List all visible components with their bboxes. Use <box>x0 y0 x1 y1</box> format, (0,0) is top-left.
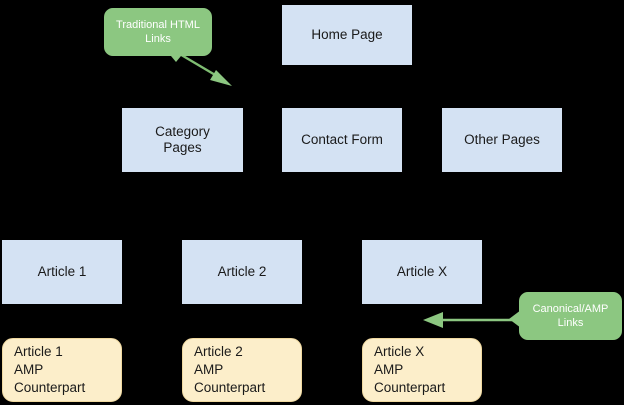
node-contact-form-label: Contact Form <box>301 132 383 148</box>
traditional-html-links-arrow <box>176 51 232 86</box>
node-article-x[interactable]: Article X <box>362 240 482 304</box>
node-article-1[interactable]: Article 1 <box>2 240 122 304</box>
annotation-traditional-html-links-label: Traditional HTML Links <box>116 18 200 45</box>
annotation-traditional-html-links[interactable]: Traditional HTML Links <box>104 8 212 56</box>
node-article-x-amp-counterpart-label: Article X AMP Counterpart <box>374 344 446 395</box>
node-category-pages-label: Category Pages <box>155 124 210 155</box>
node-article-x-amp-counterpart[interactable]: Article X AMP Counterpart <box>362 338 482 402</box>
annotation-canonical-amp-links[interactable]: Canonical/AMP Links <box>519 292 622 340</box>
node-article-2-label: Article 2 <box>217 264 267 280</box>
node-article-2-amp-counterpart[interactable]: Article 2 AMP Counterpart <box>182 338 302 402</box>
node-home-page[interactable]: Home Page <box>282 5 412 65</box>
node-other-pages[interactable]: Other Pages <box>442 108 562 172</box>
node-category-pages[interactable]: Category Pages <box>122 108 243 172</box>
node-other-pages-label: Other Pages <box>464 132 540 148</box>
node-home-page-label: Home Page <box>311 27 383 43</box>
node-article-2-amp-counterpart-label: Article 2 AMP Counterpart <box>194 344 266 395</box>
node-article-2[interactable]: Article 2 <box>182 240 302 304</box>
node-article-x-label: Article X <box>396 264 448 280</box>
node-article-1-amp-counterpart[interactable]: Article 1 AMP Counterpart <box>2 338 122 402</box>
node-contact-form[interactable]: Contact Form <box>282 108 402 172</box>
canonical-amp-links-arrow <box>423 312 521 328</box>
node-article-1-label: Article 1 <box>37 264 87 280</box>
annotation-canonical-amp-links-label: Canonical/AMP Links <box>532 302 609 329</box>
node-article-1-amp-counterpart-label: Article 1 AMP Counterpart <box>14 344 86 395</box>
